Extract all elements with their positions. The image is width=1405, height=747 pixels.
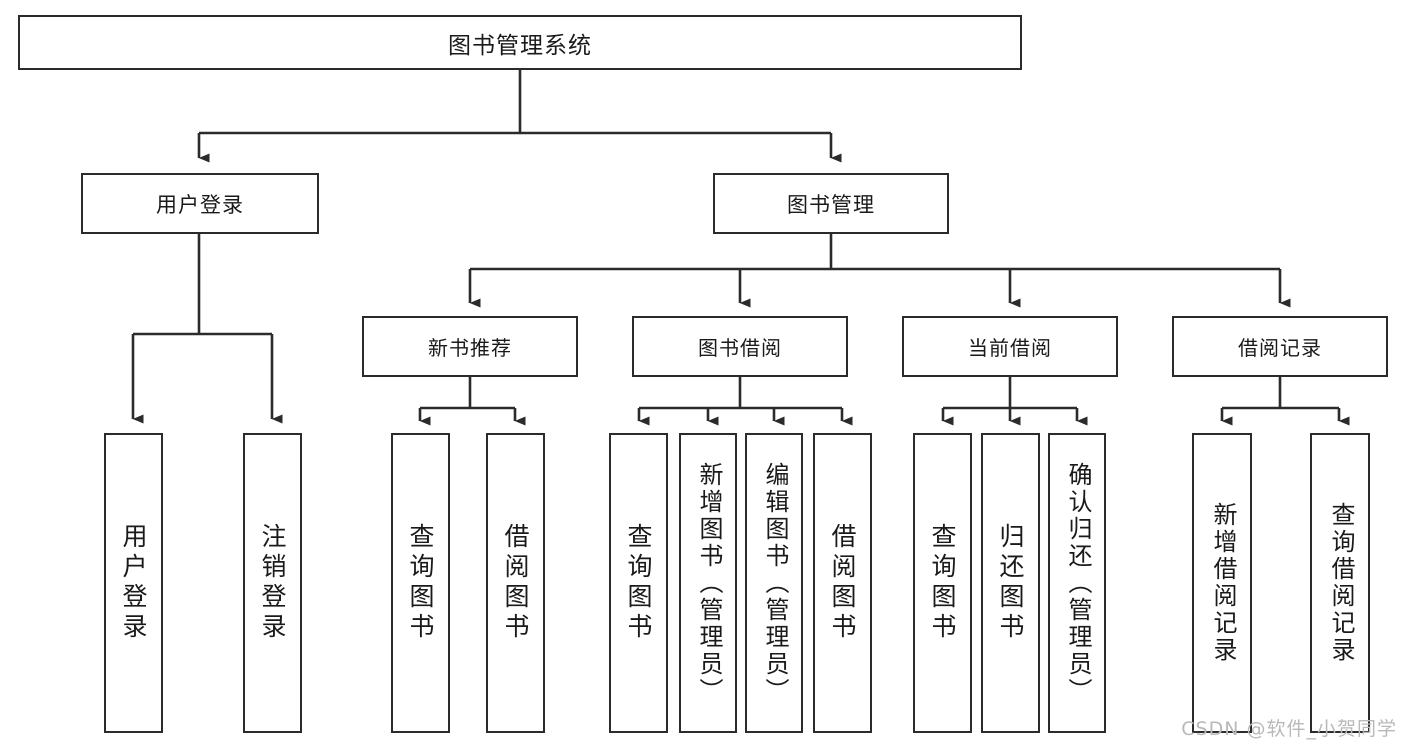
node-label: 新增借阅记录 — [1208, 502, 1237, 664]
leaf-add-book-admin[interactable]: 新增图书（管理员） — [679, 433, 737, 733]
node-label: 注销登录 — [258, 523, 287, 643]
leaf-return-book[interactable]: 归还图书 — [981, 433, 1040, 733]
node-label: 确认归还（管理员） — [1063, 461, 1092, 705]
node-label: 新书推荐 — [428, 336, 512, 360]
node-label: 图书借阅 — [698, 336, 782, 360]
leaf-user-login[interactable]: 用户登录 — [104, 433, 163, 733]
leaf-edit-book-admin[interactable]: 编辑图书（管理员） — [745, 433, 803, 733]
leaf-add-borrow-record[interactable]: 新增借阅记录 — [1192, 433, 1252, 733]
node-root-system[interactable]: 图书管理系统 — [18, 15, 1022, 70]
leaf-borrow-book-recommend[interactable]: 借阅图书 — [486, 433, 545, 733]
node-book-manage[interactable]: 图书管理 — [713, 173, 949, 234]
node-label: 借阅记录 — [1238, 336, 1322, 360]
node-current-borrow[interactable]: 当前借阅 — [902, 316, 1118, 377]
node-new-book-recommend[interactable]: 新书推荐 — [362, 316, 578, 377]
node-label: 借阅图书 — [828, 523, 857, 643]
leaf-query-borrow-record[interactable]: 查询借阅记录 — [1310, 433, 1370, 733]
node-label: 图书管理 — [787, 192, 875, 217]
leaf-query-book-current[interactable]: 查询图书 — [913, 433, 972, 733]
leaf-user-logout[interactable]: 注销登录 — [243, 433, 302, 733]
node-label: 当前借阅 — [968, 336, 1052, 360]
node-label: 用户登录 — [156, 192, 244, 217]
node-borrow-record[interactable]: 借阅记录 — [1172, 316, 1388, 377]
node-label: 借阅图书 — [501, 523, 530, 643]
node-label: 查询借阅记录 — [1326, 502, 1355, 664]
csdn-watermark: CSDN @软件_小贺同学 — [1181, 718, 1397, 740]
node-book-borrow[interactable]: 图书借阅 — [632, 316, 848, 377]
leaf-confirm-return-admin[interactable]: 确认归还（管理员） — [1048, 433, 1106, 733]
node-label: 查询图书 — [928, 523, 957, 643]
node-label: 图书管理系统 — [448, 32, 592, 59]
node-label: 查询图书 — [624, 523, 653, 643]
node-label: 新增图书（管理员） — [694, 461, 723, 705]
node-label: 查询图书 — [406, 523, 435, 643]
node-label: 编辑图书（管理员） — [760, 461, 789, 705]
leaf-query-book-recommend[interactable]: 查询图书 — [391, 433, 450, 733]
leaf-query-book-borrow[interactable]: 查询图书 — [609, 433, 668, 733]
node-label: 归还图书 — [996, 523, 1025, 643]
node-user-login[interactable]: 用户登录 — [81, 173, 319, 234]
node-label: 用户登录 — [119, 523, 148, 643]
leaf-borrow-book[interactable]: 借阅图书 — [813, 433, 872, 733]
